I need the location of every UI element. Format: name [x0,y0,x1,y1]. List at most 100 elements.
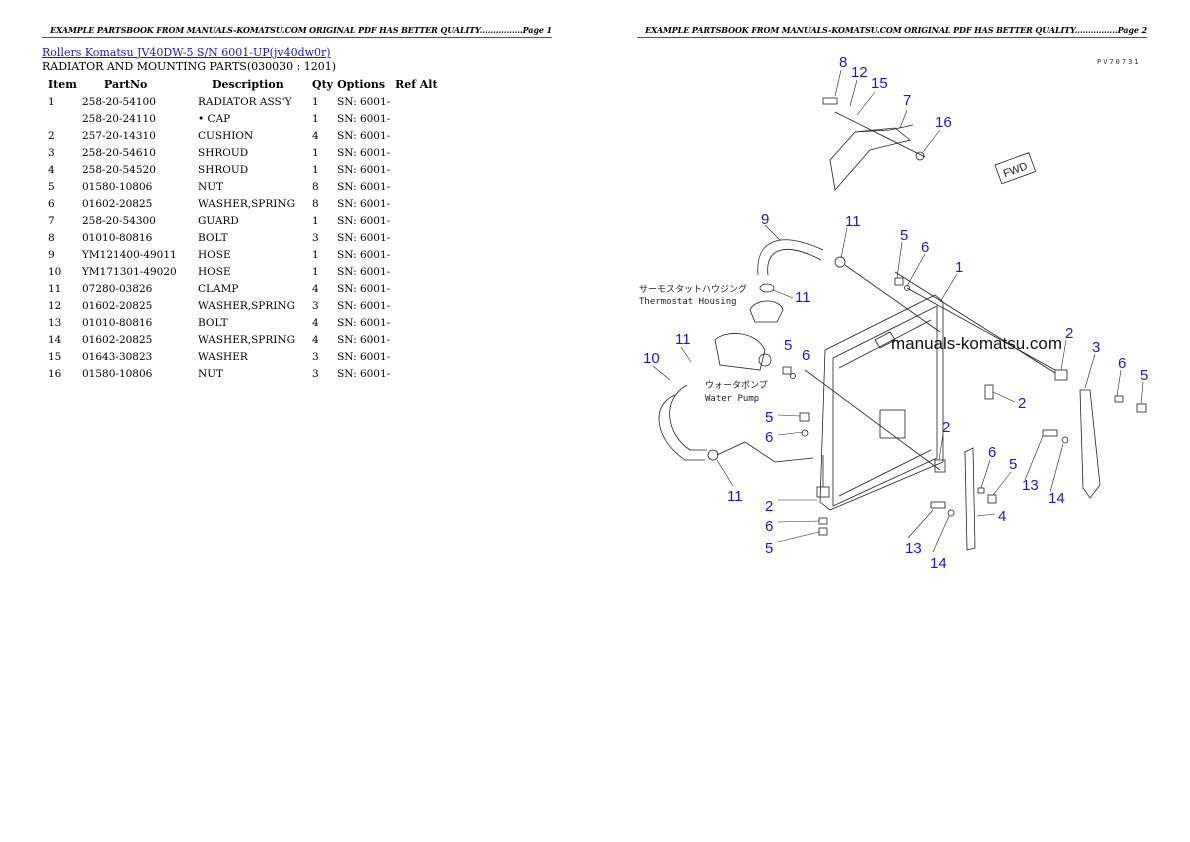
cell-options: SN: 6001- [337,316,391,329]
table-row: 13 01010-80816 BOLT 4 SN: 6001- [44,314,442,331]
column-header-item: Item [48,78,77,91]
callout-number: 6 [765,429,773,446]
cell-options: SN: 6001- [337,163,391,176]
cell-ref-alt [395,263,442,280]
cell-options: SN: 6001- [337,231,391,244]
cell-ref-alt [395,365,442,382]
cell-partno: 01602-20825 [82,197,153,210]
cell-qty: 3 [312,350,319,363]
cell-qty: 8 [312,180,319,193]
cell-ref-alt [395,212,442,229]
thermostat-label-jp: サーモスタットハウジング [639,283,747,295]
callout-number: 1 [955,259,963,276]
callout-number: 5 [765,409,773,426]
cell-ref-alt [395,127,442,144]
cell-item: 2 [48,129,55,142]
cell-description: HOSE [198,248,231,261]
cell-options: SN: 6001- [337,146,391,159]
cell-options: SN: 6001- [337,112,391,125]
cell-ref-alt [395,93,442,110]
callout-number: 14 [1048,490,1065,507]
cell-partno: 07280-03826 [82,282,153,295]
cell-partno: 01010-80816 [82,231,153,244]
cell-description: GUARD [198,214,239,227]
cell-qty: 4 [312,333,319,346]
cell-item: 16 [48,367,62,380]
shroud-3-icon [1079,389,1101,499]
cell-qty: 3 [312,231,319,244]
cell-item: 4 [48,163,55,176]
callout-number: 11 [727,488,743,505]
callout-number: 4 [998,508,1006,525]
cell-ref-alt [395,161,442,178]
callout-number: 2 [1065,325,1073,342]
cell-description: WASHER,SPRING [198,299,295,312]
cell-qty: 4 [312,316,319,329]
cell-ref-alt [395,229,442,246]
cell-partno: YM121400-49011 [82,248,177,261]
fwd-plate-icon: FWD [994,152,1037,185]
cell-description: CUSHION [198,129,254,142]
cell-partno: 01010-80816 [82,316,153,329]
callout-number: 12 [851,64,868,81]
cell-description: BOLT [198,231,228,244]
cell-item: 3 [48,146,55,159]
column-header-description: Description [212,78,284,91]
callout-number: 5 [900,227,908,244]
callout-number: 6 [765,518,773,535]
cell-partno: 01580-10806 [82,180,153,193]
cell-qty: 1 [312,248,319,261]
callout-number: 13 [905,540,922,557]
cell-ref-alt [395,314,442,331]
cell-partno: 01602-20825 [82,299,153,312]
parts-table: Item PartNo Description Qty Options Ref … [44,76,442,382]
shroud-4-icon [964,447,976,551]
callout-number: 13 [1022,477,1039,494]
cell-ref-alt [395,144,442,161]
breadcrumb: Rollers Komatsu JV40DW-5 S/N 6001-UP(jv4… [42,46,331,59]
cell-qty: 1 [312,146,319,159]
drawing-code: PV70731 [1097,58,1141,66]
diagram-page: EXAMPLE PARTSBOOK FROM MANUALS-KOMATSU.C… [595,0,1190,842]
callout-number: 16 [935,114,952,131]
cell-description: NUT [198,367,224,380]
callout-number: 6 [988,444,996,461]
exploded-parts-diagram: FWD [639,54,1148,572]
callout-number: 6 [921,239,929,256]
cell-description: WASHER,SPRING [198,333,295,346]
cell-partno: 258-20-54300 [82,214,156,227]
cell-item: 15 [48,350,62,363]
cell-qty: 3 [312,367,319,380]
callout-number: 10 [643,350,660,367]
cell-item: 14 [48,333,62,346]
breadcrumb-link-model[interactable]: JV40DW-5 S/N 6001-UP(jv40dw0r) [137,46,331,59]
water-pump-label-jp: ウォータポンプ [705,380,768,391]
cell-options: SN: 6001- [337,333,391,346]
cell-qty: 1 [312,265,319,278]
guard-part-icon [829,127,911,191]
callout-number: 6 [1118,355,1126,372]
cell-description: BOLT [198,316,228,329]
callout-number: 3 [1092,339,1100,356]
cell-item: 12 [48,299,62,312]
cell-qty: 8 [312,197,319,210]
callout-number: 8 [839,54,847,71]
callout-number: 7 [903,92,911,109]
cell-ref-alt [395,348,442,365]
water-pump-label-en: Water Pump [705,394,759,404]
breadcrumb-link-rollers[interactable]: Rollers Komatsu [42,46,134,59]
cell-description: SHROUD [198,163,249,176]
cell-description: • CAP [198,112,231,125]
cell-item: 11 [48,282,62,295]
cell-item: 13 [48,316,62,329]
column-header-options: Options [337,78,386,91]
